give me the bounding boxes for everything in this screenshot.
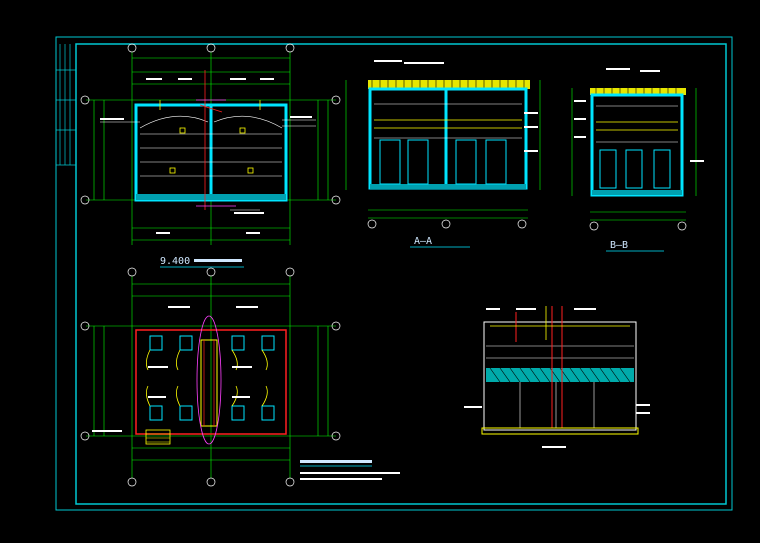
plan-top-title: 9.400 [160, 256, 190, 267]
section-a-a: A—A [345, 60, 541, 248]
title-strip [56, 44, 77, 166]
plan-bottom-view [80, 267, 400, 487]
outer-frame [55, 36, 733, 511]
section-b-title: B—B [610, 240, 628, 251]
section-b-b: B—B [571, 68, 704, 252]
inner-frame [75, 43, 727, 505]
section-a-title: A—A [414, 236, 432, 247]
plan-top-view: 9.400 [80, 43, 341, 268]
elevation-view [464, 306, 650, 448]
plan-bottom-title-bar [300, 460, 372, 463]
